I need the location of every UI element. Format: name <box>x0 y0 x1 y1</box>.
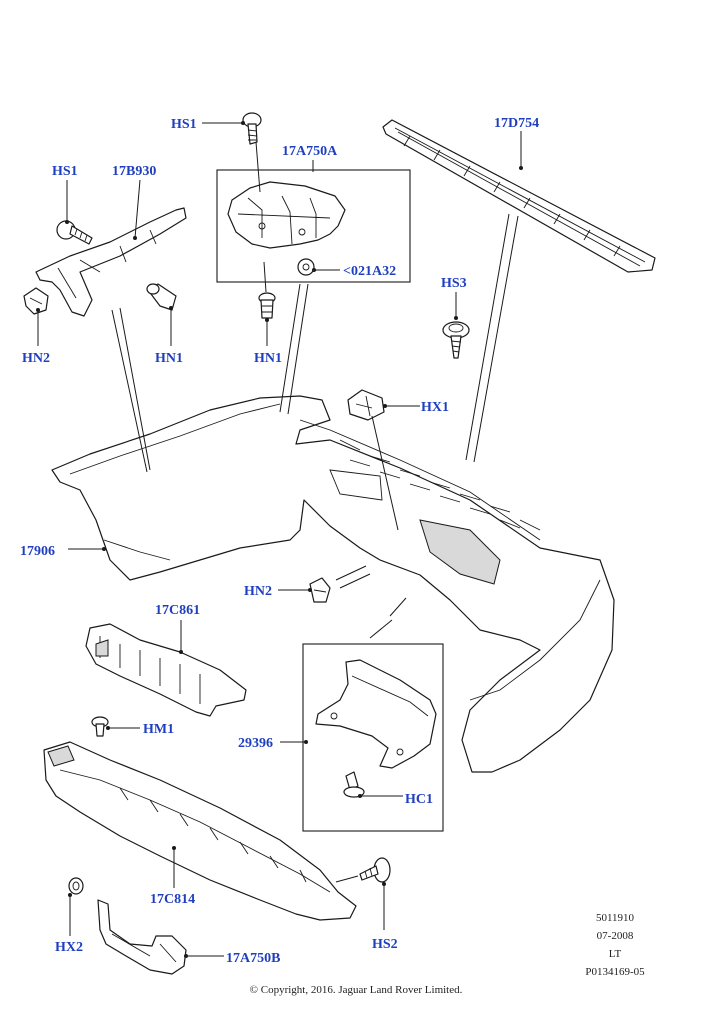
label-17d754[interactable]: 17D754 <box>494 116 539 131</box>
hx1-clip-icon[interactable] <box>347 389 385 421</box>
hs3-screw-icon[interactable] <box>442 321 470 359</box>
label-hn1-left[interactable]: HN1 <box>155 351 183 366</box>
label-hs3[interactable]: HS3 <box>441 276 467 291</box>
meta-code: 5011910 <box>596 912 635 924</box>
part-17b930-bracket[interactable] <box>35 207 187 317</box>
copyright-text: © Copyright, 2016. Jaguar Land Rover Lim… <box>250 984 463 996</box>
meta-lt: LT <box>609 948 622 960</box>
meta-ref: P0134169-05 <box>585 966 645 978</box>
label-17a750b[interactable]: 17A750B <box>226 951 280 966</box>
hs2-bolt-icon[interactable] <box>359 857 391 883</box>
detail-box-29396 <box>302 643 444 832</box>
label-17906[interactable]: 17906 <box>20 544 55 559</box>
part-29396-bracket[interactable] <box>315 659 437 769</box>
label-hn2-mid[interactable]: HN2 <box>244 584 272 599</box>
label-hs1-left[interactable]: HS1 <box>52 164 78 179</box>
label-17a750a[interactable]: 17A750A <box>282 144 338 159</box>
part-17a750a-bracket[interactable] <box>227 181 346 249</box>
label-hx2[interactable]: HX2 <box>55 940 83 955</box>
label-hn1-mid[interactable]: HN1 <box>254 351 282 366</box>
diagram-meta: 5011910 07-2008 LT P0134169-05 <box>585 912 645 978</box>
label-hn2-left[interactable]: HN2 <box>22 351 50 366</box>
part-021a32-washer[interactable] <box>297 258 315 276</box>
part-17c861-absorber[interactable] <box>85 623 247 717</box>
hm1-fastener-icon[interactable] <box>91 716 109 737</box>
part-17c814-beam[interactable] <box>43 741 357 921</box>
label-hs1-top[interactable]: HS1 <box>171 117 197 132</box>
hn2-mid-clip-icon[interactable] <box>309 577 331 603</box>
label-17b930[interactable]: 17B930 <box>112 164 156 179</box>
hn1-mid-plug-icon[interactable] <box>258 292 276 319</box>
label-29396[interactable]: 29396 <box>238 736 273 751</box>
hn2-left-clip-icon[interactable] <box>23 287 49 315</box>
part-17d754-step-strip[interactable] <box>382 119 656 273</box>
meta-date: 07-2008 <box>597 930 634 942</box>
label-021a32[interactable]: <021A32 <box>343 264 396 279</box>
leader-lines <box>37 122 522 957</box>
hn1-left-plug-icon[interactable] <box>146 283 177 311</box>
label-hs2[interactable]: HS2 <box>372 937 398 952</box>
part-17906-bumper-cover[interactable] <box>51 395 615 773</box>
part-17a750b-bracket[interactable] <box>97 899 187 975</box>
label-hx1[interactable]: HX1 <box>421 400 449 415</box>
part-labels: HS1 HS1 17B930 17A750A 17D754 <021A32 HS… <box>20 116 539 966</box>
label-17c861[interactable]: 17C861 <box>155 603 200 618</box>
hs1-top-bolt-icon[interactable] <box>242 112 262 145</box>
label-17c814[interactable]: 17C814 <box>150 892 195 907</box>
hs1-left-bolt-icon[interactable] <box>56 220 93 245</box>
label-hm1[interactable]: HM1 <box>143 722 174 737</box>
hc1-clip-icon[interactable] <box>343 771 365 798</box>
hx2-clip-icon[interactable] <box>68 877 84 895</box>
label-hc1[interactable]: HC1 <box>405 792 433 807</box>
leader-dots <box>36 121 523 958</box>
